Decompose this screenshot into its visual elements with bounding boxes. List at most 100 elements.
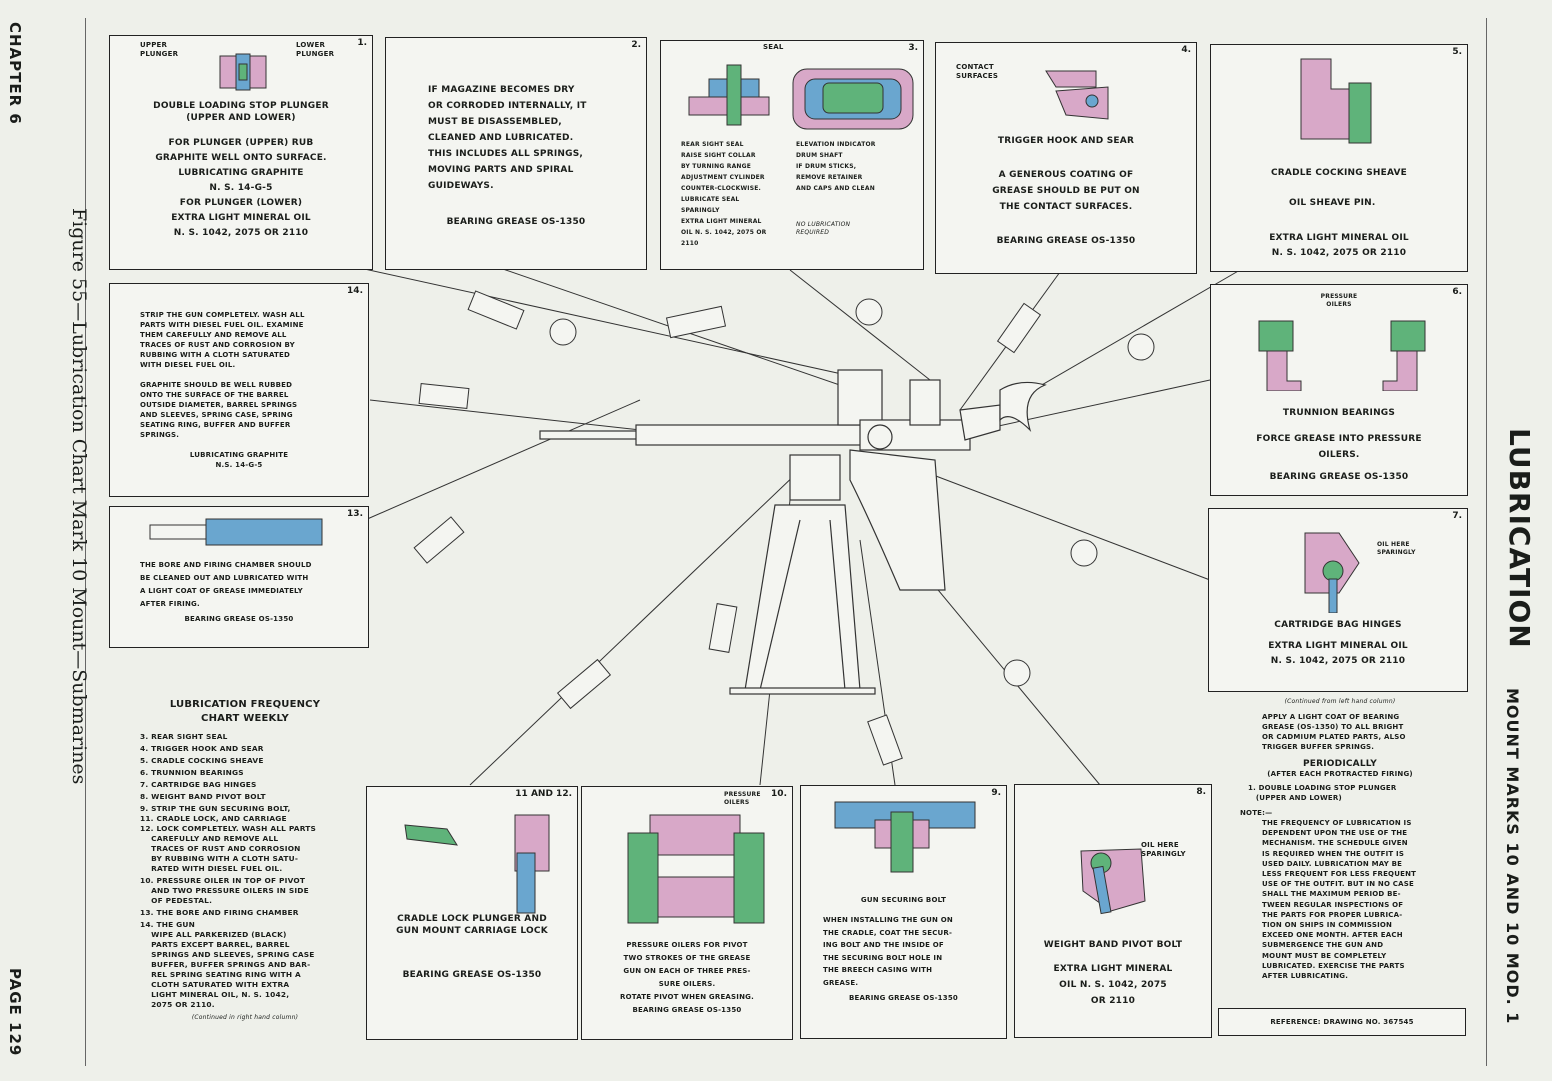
box-6-title: TRUNNION BEARINGS <box>1282 408 1396 418</box>
box-7-oil: EXTRA LIGHT MINERAL OIL N. S. 1042, 2075… <box>1268 641 1408 666</box>
box-14-para-1: STRIP THE GUN COMPLETELY. WASH ALL PARTS… <box>140 311 305 369</box>
box-number: 5. <box>1452 47 1462 57</box>
box-6-trunnion-bearings: 6. PRESSURE OILERS TRUNNION BEARINGS FOR… <box>1210 284 1468 496</box>
note-label: NOTE:— <box>1240 809 1273 817</box>
sheave-illustration <box>1300 58 1372 144</box>
box-3-rear-sight-seal: 3. SEAL REAR SIGHT SEAL RAISE SIGHT COLL… <box>660 40 924 270</box>
box-9-body: WHEN INSTALLING THE GUN ON THE CRADLE, C… <box>823 916 953 987</box>
box-14-gun: 14. STRIP THE GUN COMPLETELY. WASH ALL P… <box>109 283 369 497</box>
box-13-bore-and-firing-chamber: 13. THE BORE AND FIRING CHAMBER SHOULD B… <box>109 506 369 648</box>
box-10-body: PRESSURE OILERS FOR PIVOT TWO STROKES OF… <box>620 941 754 1014</box>
frequency-item: 8. WEIGHT BAND PIVOT BOLT <box>140 792 266 801</box>
box-4-grease: BEARING GREASE OS-1350 <box>996 236 1136 246</box>
box-14-para-3: LUBRICATING GRAPHITE N.S. 14-G-5 <box>189 451 289 469</box>
right-continued: (Continued from left hand column) <box>1284 698 1396 705</box>
upper-plunger-label: UPPER PLUNGER <box>140 41 179 58</box>
box-5-title: CRADLE COCKING SHEAVE <box>1270 168 1408 178</box>
frequency-item: 3. REAR SIGHT SEAL <box>140 732 228 741</box>
box-7-cartridge-bag-hinges: 7. OIL HERE SPARINGLY CARTRIDGE BAG HING… <box>1208 508 1468 692</box>
frequency-item: 13. THE BORE AND FIRING CHAMBER <box>140 908 299 917</box>
pressure-oilers-label: PRESSURE OILERS <box>1320 293 1358 308</box>
box-1-title: DOUBLE LOADING STOP PLUNGER (UPPER AND L… <box>153 101 329 123</box>
box-8-title: WEIGHT BAND PIVOT BOLT <box>1043 940 1183 950</box>
after-firing-label: (AFTER EACH PROTRACTED FIRING) <box>1267 770 1413 778</box>
box-9-title: GUN SECURING BOLT <box>860 896 947 904</box>
seal-label: SEAL <box>763 43 784 51</box>
box-4-trigger-hook-and-sear: 4. CONTACT SURFACES TRIGGER HOOK AND SEA… <box>935 42 1197 274</box>
frequency-item: 14. THE GUN WIPE ALL PARKERIZED (BLACK) … <box>140 920 315 1009</box>
box-4-title: TRIGGER HOOK AND SEAR <box>997 136 1135 146</box>
box-11-12-cradle-lock: 11 AND 12. CRADLE LOCK PLUNGER AND GUN M… <box>366 786 578 1040</box>
box-3-left-text: REAR SIGHT SEAL RAISE SIGHT COLLAR BY TU… <box>681 141 767 247</box>
lubrication-frequency-chart: LUBRICATION FREQUENCY CHART WEEKLY 3. RE… <box>140 698 350 1022</box>
box-4-body: A GENEROUS COATING OF GREASE SHOULD BE P… <box>992 170 1140 212</box>
securing-bolt-illustration <box>834 801 976 873</box>
box-11-grease: BEARING GREASE OS-1350 <box>402 970 542 980</box>
box-number: 11 AND 12. <box>515 789 572 799</box>
hinge-illustration <box>1304 532 1360 613</box>
plunger-illustration <box>219 53 267 91</box>
box-number: 7. <box>1452 511 1462 521</box>
rear-sight-illustration <box>688 64 914 130</box>
periodically-label: PERIODICALLY <box>1302 759 1378 769</box>
box-6-body: FORCE GREASE INTO PRESSURE OILERS. <box>1256 434 1422 460</box>
frequency-item: 9. STRIP THE GUN SECURING BOLT, 11. CRAD… <box>140 804 317 873</box>
box-13-grease: BEARING GREASE OS-1350 <box>184 615 294 623</box>
gun-outline <box>539 369 1047 695</box>
box-number: 3. <box>908 43 918 53</box>
cradle-lock-illustration <box>404 814 550 914</box>
box-number: 2. <box>631 40 641 50</box>
reference-box: REFERENCE: DRAWING NO. 367545 <box>1218 1008 1466 1036</box>
frequency-item: 6. TRUNNION BEARINGS <box>140 768 244 777</box>
box-2-magazine: 2. IF MAGAZINE BECOMES DRY OR CORRODED I… <box>385 37 647 270</box>
trunnion-illustration <box>1258 320 1426 391</box>
leader-tags <box>413 290 1155 766</box>
frequency-item: 10. PRESSURE OILER IN TOP OF PIVOT AND T… <box>140 876 309 905</box>
reference-text: REFERENCE: DRAWING NO. 367545 <box>1270 1017 1414 1026</box>
box-5-cradle-cocking-sheave: 5. CRADLE COCKING SHEAVE OIL SHEAVE PIN.… <box>1210 44 1468 272</box>
frequency-title: LUBRICATION FREQUENCY CHART WEEKLY <box>169 699 321 724</box>
box-3-right-text: ELEVATION INDICATOR DRUM SHAFT IF DRUM S… <box>796 141 876 192</box>
frequency-item: 5. CRADLE COCKING SHEAVE <box>140 756 264 765</box>
frequency-list: 3. REAR SIGHT SEAL 4. TRIGGER HOOK AND SE… <box>140 732 350 1010</box>
oil-here-label: OIL HERE SPARINGLY <box>1377 541 1416 556</box>
frequency-item: 4. TRIGGER HOOK AND SEAR <box>140 744 264 753</box>
box-2-grease: BEARING GREASE OS-1350 <box>446 217 586 227</box>
box-number: 13. <box>347 509 363 519</box>
box-5-oil: EXTRA LIGHT MINERAL OIL N. S. 1042, 2075… <box>1269 233 1409 258</box>
box-number: 9. <box>991 788 1001 798</box>
oil-here-label: OIL HERE SPARINGLY <box>1141 841 1186 858</box>
box-number: 14. <box>347 286 363 296</box>
box-number: 10. <box>771 789 787 799</box>
box-13-body: THE BORE AND FIRING CHAMBER SHOULD BE CL… <box>140 561 312 608</box>
box-6-grease: BEARING GREASE OS-1350 <box>1269 472 1409 482</box>
pressure-oilers-label: PRESSURE OILERS <box>724 791 761 806</box>
page-frame <box>85 18 1487 1066</box>
box-14-para-2: GRAPHITE SHOULD BE WELL RUBBED ONTO THE … <box>140 381 298 439</box>
trigger-illustration <box>1045 70 1109 120</box>
box-1-double-loading-stop-plunger: 1. UPPER PLUNGER LOWER PLUNGER DOUBLE LO… <box>109 35 373 270</box>
box-7-title: CARTRIDGE BAG HINGES <box>1274 620 1402 630</box>
contact-surfaces-label: CONTACT SURFACES <box>956 63 999 80</box>
box-number: 8. <box>1196 787 1206 797</box>
box-8-oil: EXTRA LIGHT MINERAL OIL N. S. 1042, 2075… <box>1053 964 1173 1006</box>
box-9-grease: BEARING GREASE OS-1350 <box>849 994 958 1002</box>
box-number: 6. <box>1452 287 1462 297</box>
frequency-continued: (Continued in right hand column) <box>191 1014 299 1021</box>
note-text: THE FREQUENCY OF LUBRICATION IS DEPENDEN… <box>1262 819 1417 981</box>
oil-sheave-pin-label: OIL SHEAVE PIN. <box>1289 198 1376 208</box>
apply-text: APPLY A LIGHT COAT OF BEARING GREASE (OS… <box>1262 713 1406 751</box>
frequency-item: 7. CARTRIDGE BAG HINGES <box>140 780 257 789</box>
box-2-body: IF MAGAZINE BECOMES DRY OR CORRODED INTE… <box>428 85 587 191</box>
box-3-right-note: NO LUBRICATION REQUIRED <box>796 221 851 236</box>
pivot-illustration <box>627 814 765 924</box>
box-8-weight-band-pivot-bolt: 8. OIL HERE SPARINGLY WEIGHT BAND PIVOT … <box>1014 784 1212 1038</box>
barrel-illustration <box>149 518 323 546</box>
lower-plunger-label: LOWER PLUNGER <box>296 41 335 58</box>
box-number: 4. <box>1181 45 1191 55</box>
box-9-gun-securing-bolt: 9. GUN SECURING BOLT WHEN INSTALLING THE… <box>800 785 1007 1039</box>
right-column-notes: (Continued from left hand column) APPLY … <box>1240 698 1440 981</box>
box-11-title: CRADLE LOCK PLUNGER AND GUN MOUNT CARRIA… <box>396 914 548 936</box>
box-10-pressure-oilers-pivot: 10. PRESSURE OILERS PRESSURE OILERS FOR … <box>581 786 793 1040</box>
